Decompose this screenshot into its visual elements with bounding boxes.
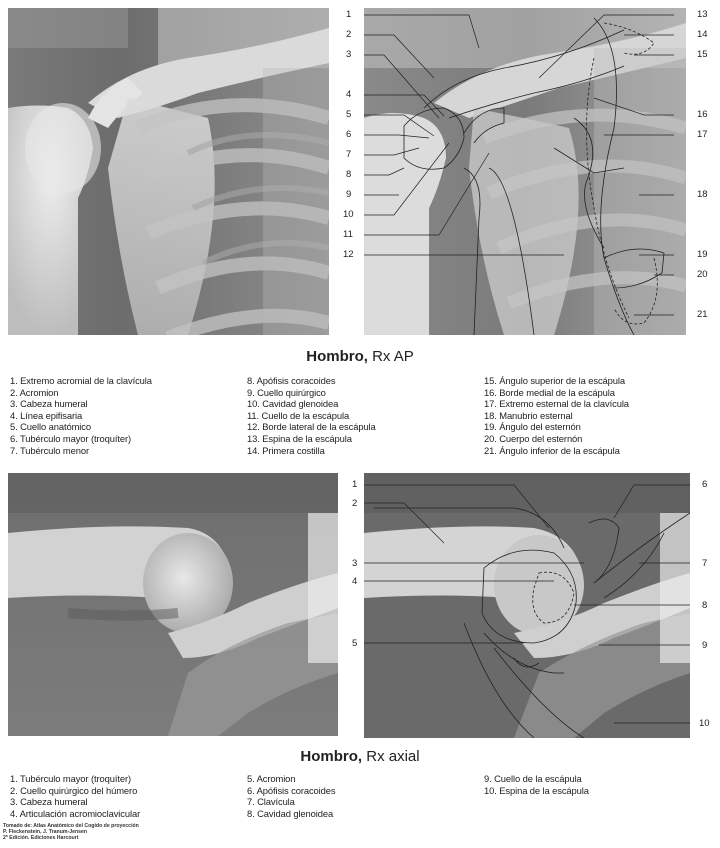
ap-number-11: 11 [343, 229, 353, 240]
xray-axial-plain [8, 473, 338, 736]
legend-item: 9. Cuello de la escápula [484, 773, 582, 784]
legend-item: 17. Extremo esternal de la clavícula [484, 398, 629, 410]
legend-item: 13. Espina de la escápula [247, 432, 352, 444]
legend-item: 21. Ángulo inferior de la escápula [484, 444, 620, 456]
legend-item: 6. Tubérculo mayor (troquíter) [10, 432, 132, 444]
xray-ap-plain [8, 8, 329, 335]
ap-title: Hombro, Rx AP [0, 348, 720, 365]
ap-number-10: 10 [343, 209, 354, 220]
ap-number-4: 4 [346, 89, 352, 100]
legend-item: 4. Articulación acromioclavicular [10, 807, 141, 819]
ap-number-6: 6 [346, 129, 352, 140]
legend-item: 2. Cuello quirúrgico del húmero [10, 784, 138, 796]
ap-title-bold: Hombro, [306, 348, 368, 365]
ap-number-17: 17 [697, 129, 708, 140]
legend-item: 14. Primera costilla [247, 444, 325, 456]
axial-legend-col-3: 9. Cuello de la escápula 10. Espina de l… [484, 773, 589, 796]
legend-item: 3. Cabeza humeral [10, 796, 88, 808]
legend-item: 12. Borde lateral de la escápula [247, 421, 376, 433]
ap-number-18: 18 [697, 189, 708, 200]
legend-item: 15. Ángulo superior de la escápula [484, 375, 625, 386]
legend-item: 5. Acromion [247, 773, 296, 784]
ap-number-9: 9 [346, 189, 352, 200]
axial-number-9: 9 [702, 640, 708, 651]
ap-number-3: 3 [346, 49, 352, 60]
axial-number-3: 3 [352, 558, 358, 569]
legend-item: 8. Cavidad glenoidea [247, 807, 334, 819]
legend-item: 7. Tubérculo menor [10, 444, 89, 456]
legend-item: 20. Cuerpo del esternón [484, 432, 583, 444]
axial-number-7: 7 [702, 558, 708, 569]
axial-number-1: 1 [352, 479, 358, 490]
ap-number-13: 13 [697, 9, 708, 20]
legend-item: 10. Espina de la escápula [484, 784, 589, 796]
axial-title: Hombro, Rx axial [0, 748, 720, 765]
legend-item: 1. Tubérculo mayor (troquíter) [10, 773, 132, 784]
legend-item: 7. Clavícula [247, 796, 295, 808]
ap-legend-col-1: 1. Extremo acromial de la clavícula 2. A… [10, 375, 152, 456]
xray-ap-labeled [364, 8, 686, 335]
xray-axial-labeled [364, 473, 690, 738]
legend-item: 5. Cuello anatómico [10, 421, 91, 433]
legend-item: 6. Apófisis coracoides [247, 784, 336, 796]
ap-number-20: 20 [697, 269, 708, 280]
ap-number-21: 21 [697, 309, 708, 320]
legend-item: 4. Línea epifisaria [10, 409, 83, 421]
ap-number-2: 2 [346, 29, 352, 40]
ap-number-7: 7 [346, 149, 352, 160]
ap-number-1: 1 [346, 9, 352, 20]
legend-item: 11. Cuello de la escápula [247, 409, 350, 421]
legend-item: 18. Manubrio esternal [484, 409, 573, 421]
ap-number-16: 16 [697, 109, 708, 120]
ap-legend-col-2: 8. Apófisis coracoides 9. Cuello quirúrg… [247, 375, 376, 456]
legend-item: 19. Ángulo del esternón [484, 421, 581, 433]
ap-number-19: 19 [697, 249, 708, 260]
ap-number-8: 8 [346, 169, 352, 180]
credit-line: P. Fleckenstein, J. Tranum-Jensen [3, 829, 88, 835]
axial-legend-col-2: 5. Acromion 6. Apófisis coracoides 7. Cl… [247, 773, 336, 819]
axial-number-8: 8 [702, 600, 708, 611]
legend-item: 9. Cuello quirúrgico [247, 386, 326, 398]
legend-item: 10. Cavidad glenoidea [247, 398, 339, 410]
axial-number-5: 5 [352, 638, 358, 649]
axial-number-10: 10 [699, 718, 710, 729]
ap-legend-col-3: 15. Ángulo superior de la escápula 16. B… [484, 375, 629, 456]
legend-item: 1. Extremo acromial de la clavícula [10, 375, 152, 386]
credit-line: 2ª Edición. Ediciones Harcourt [3, 835, 79, 841]
axial-title-rest: Rx axial [362, 748, 420, 765]
legend-item: 3. Cabeza humeral [10, 398, 88, 410]
legend-item: 2. Acromion [10, 386, 59, 398]
ap-number-14: 14 [697, 29, 708, 40]
ap-number-5: 5 [346, 109, 352, 120]
axial-number-4: 4 [352, 576, 358, 587]
axial-legend-col-1: 1. Tubérculo mayor (troquíter) 2. Cuello… [10, 773, 140, 819]
axial-number-2: 2 [352, 498, 358, 509]
ap-number-12: 12 [343, 249, 354, 260]
axial-number-6: 6 [702, 479, 708, 490]
legend-item: 8. Apófisis coracoides [247, 375, 336, 386]
legend-item: 16. Borde medial de la escápula [484, 386, 615, 398]
credit-line: Tomado de: Atlas Anatómico del Cogido de… [3, 823, 139, 829]
ap-title-rest: Rx AP [367, 348, 414, 365]
axial-title-bold: Hombro, [300, 748, 363, 765]
ap-number-15: 15 [697, 49, 708, 60]
source-credit: Tomado de: Atlas Anatómico del Cogido de… [3, 823, 139, 841]
